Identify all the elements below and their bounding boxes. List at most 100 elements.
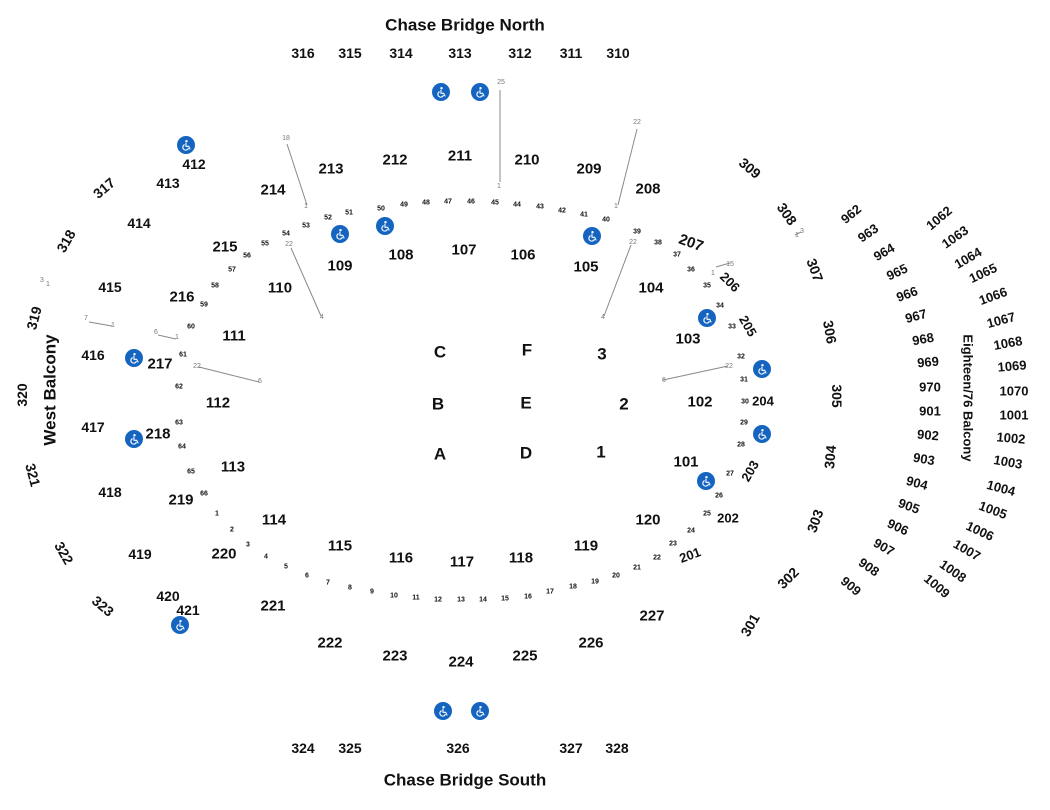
section-102[interactable]: 102 (687, 393, 713, 411)
section-215[interactable]: 215 (212, 238, 238, 256)
section-420[interactable]: 420 (156, 588, 180, 604)
row-marker: 3 (800, 228, 804, 235)
section-204[interactable]: 204 (752, 393, 774, 409)
section-113[interactable]: 113 (220, 458, 246, 476)
section-968[interactable]: 968 (911, 329, 935, 349)
section-310[interactable]: 310 (606, 45, 630, 61)
section-418[interactable]: 418 (98, 484, 122, 500)
section-1069[interactable]: 1069 (996, 357, 1028, 375)
row-marker: 4 (320, 314, 324, 321)
wheelchair-icon (471, 702, 489, 720)
section-316[interactable]: 316 (291, 45, 315, 61)
section-1001[interactable]: 1001 (999, 407, 1029, 423)
section-116[interactable]: 116 (388, 549, 414, 567)
section-217[interactable]: 217 (147, 355, 173, 373)
section-901[interactable]: 901 (919, 403, 941, 419)
section-413[interactable]: 413 (156, 175, 180, 191)
section-970[interactable]: 970 (919, 379, 941, 395)
section-105[interactable]: 105 (573, 258, 599, 276)
section-327[interactable]: 327 (559, 740, 583, 756)
section-224[interactable]: 224 (448, 653, 474, 671)
section-315[interactable]: 315 (338, 45, 362, 61)
row-number: 27 (726, 470, 734, 478)
section-221[interactable]: 221 (260, 597, 286, 615)
row-number: 50 (377, 205, 385, 213)
row-marker: 6 (154, 329, 158, 336)
section-227[interactable]: 227 (639, 607, 665, 625)
section-324[interactable]: 324 (291, 740, 315, 756)
section-902[interactable]: 902 (916, 426, 940, 444)
section-108[interactable]: 108 (388, 246, 414, 264)
section-305[interactable]: 305 (829, 384, 845, 408)
section-101[interactable]: 101 (673, 453, 699, 471)
row-number: 38 (654, 239, 662, 247)
section-314[interactable]: 314 (389, 45, 413, 61)
section-419[interactable]: 419 (128, 546, 152, 562)
section-208[interactable]: 208 (635, 180, 661, 198)
section-202[interactable]: 202 (717, 510, 739, 526)
section-220[interactable]: 220 (211, 545, 237, 563)
section-214[interactable]: 214 (260, 181, 286, 199)
section-415[interactable]: 415 (98, 279, 122, 295)
court-label-d: D (519, 443, 533, 463)
section-326[interactable]: 326 (446, 740, 470, 756)
section-1002[interactable]: 1002 (995, 429, 1027, 447)
section-222[interactable]: 222 (317, 634, 343, 652)
section-1070[interactable]: 1070 (999, 383, 1029, 399)
row-marker: 1 (111, 322, 115, 329)
section-120[interactable]: 120 (635, 511, 661, 529)
section-325[interactable]: 325 (338, 740, 362, 756)
section-209[interactable]: 209 (576, 160, 602, 178)
section-114[interactable]: 114 (261, 511, 287, 529)
row-number: 20 (612, 572, 620, 580)
section-213[interactable]: 213 (318, 160, 344, 178)
row-number: 21 (633, 564, 641, 572)
row-marker: 22 (193, 363, 201, 370)
section-320[interactable]: 320 (14, 383, 30, 407)
section-903[interactable]: 903 (912, 449, 936, 469)
row-marker: 6 (258, 378, 262, 385)
section-216[interactable]: 216 (169, 288, 195, 306)
section-416[interactable]: 416 (81, 347, 105, 363)
court-label-e: E (520, 393, 532, 413)
section-210[interactable]: 210 (514, 151, 540, 169)
section-328[interactable]: 328 (605, 740, 629, 756)
section-103[interactable]: 103 (675, 330, 701, 348)
row-number: 53 (302, 222, 310, 230)
section-218[interactable]: 218 (145, 425, 171, 443)
section-304[interactable]: 304 (821, 444, 839, 470)
section-969[interactable]: 969 (916, 353, 940, 371)
section-106[interactable]: 106 (510, 246, 536, 264)
row-number: 65 (187, 468, 195, 476)
section-313[interactable]: 313 (448, 45, 472, 61)
section-212[interactable]: 212 (382, 151, 408, 169)
section-111[interactable]: 111 (222, 327, 246, 345)
section-118[interactable]: 118 (508, 549, 534, 567)
row-number: 52 (324, 214, 332, 222)
section-306[interactable]: 306 (820, 319, 840, 345)
section-104[interactable]: 104 (638, 279, 664, 297)
section-226[interactable]: 226 (578, 634, 604, 652)
section-219[interactable]: 219 (168, 491, 194, 509)
row-number: 37 (673, 251, 681, 259)
section-312[interactable]: 312 (508, 45, 532, 61)
section-107[interactable]: 107 (451, 241, 477, 259)
title-chase-bridge-south: Chase Bridge South (383, 770, 547, 790)
section-417[interactable]: 417 (81, 419, 105, 435)
section-225[interactable]: 225 (512, 647, 538, 665)
section-311[interactable]: 311 (559, 45, 583, 61)
section-414[interactable]: 414 (127, 215, 151, 231)
section-112[interactable]: 112 (205, 394, 231, 412)
wheelchair-icon (698, 309, 716, 327)
section-421[interactable]: 421 (176, 602, 200, 618)
section-117[interactable]: 117 (449, 553, 475, 571)
row-number: 1 (215, 510, 219, 518)
court-label-2: 2 (619, 394, 629, 414)
section-223[interactable]: 223 (382, 647, 408, 665)
section-412[interactable]: 412 (182, 156, 206, 172)
section-110[interactable]: 110 (267, 279, 293, 297)
section-109[interactable]: 109 (327, 257, 353, 275)
section-211[interactable]: 211 (447, 147, 473, 165)
section-115[interactable]: 115 (327, 537, 353, 555)
section-119[interactable]: 119 (573, 537, 599, 555)
